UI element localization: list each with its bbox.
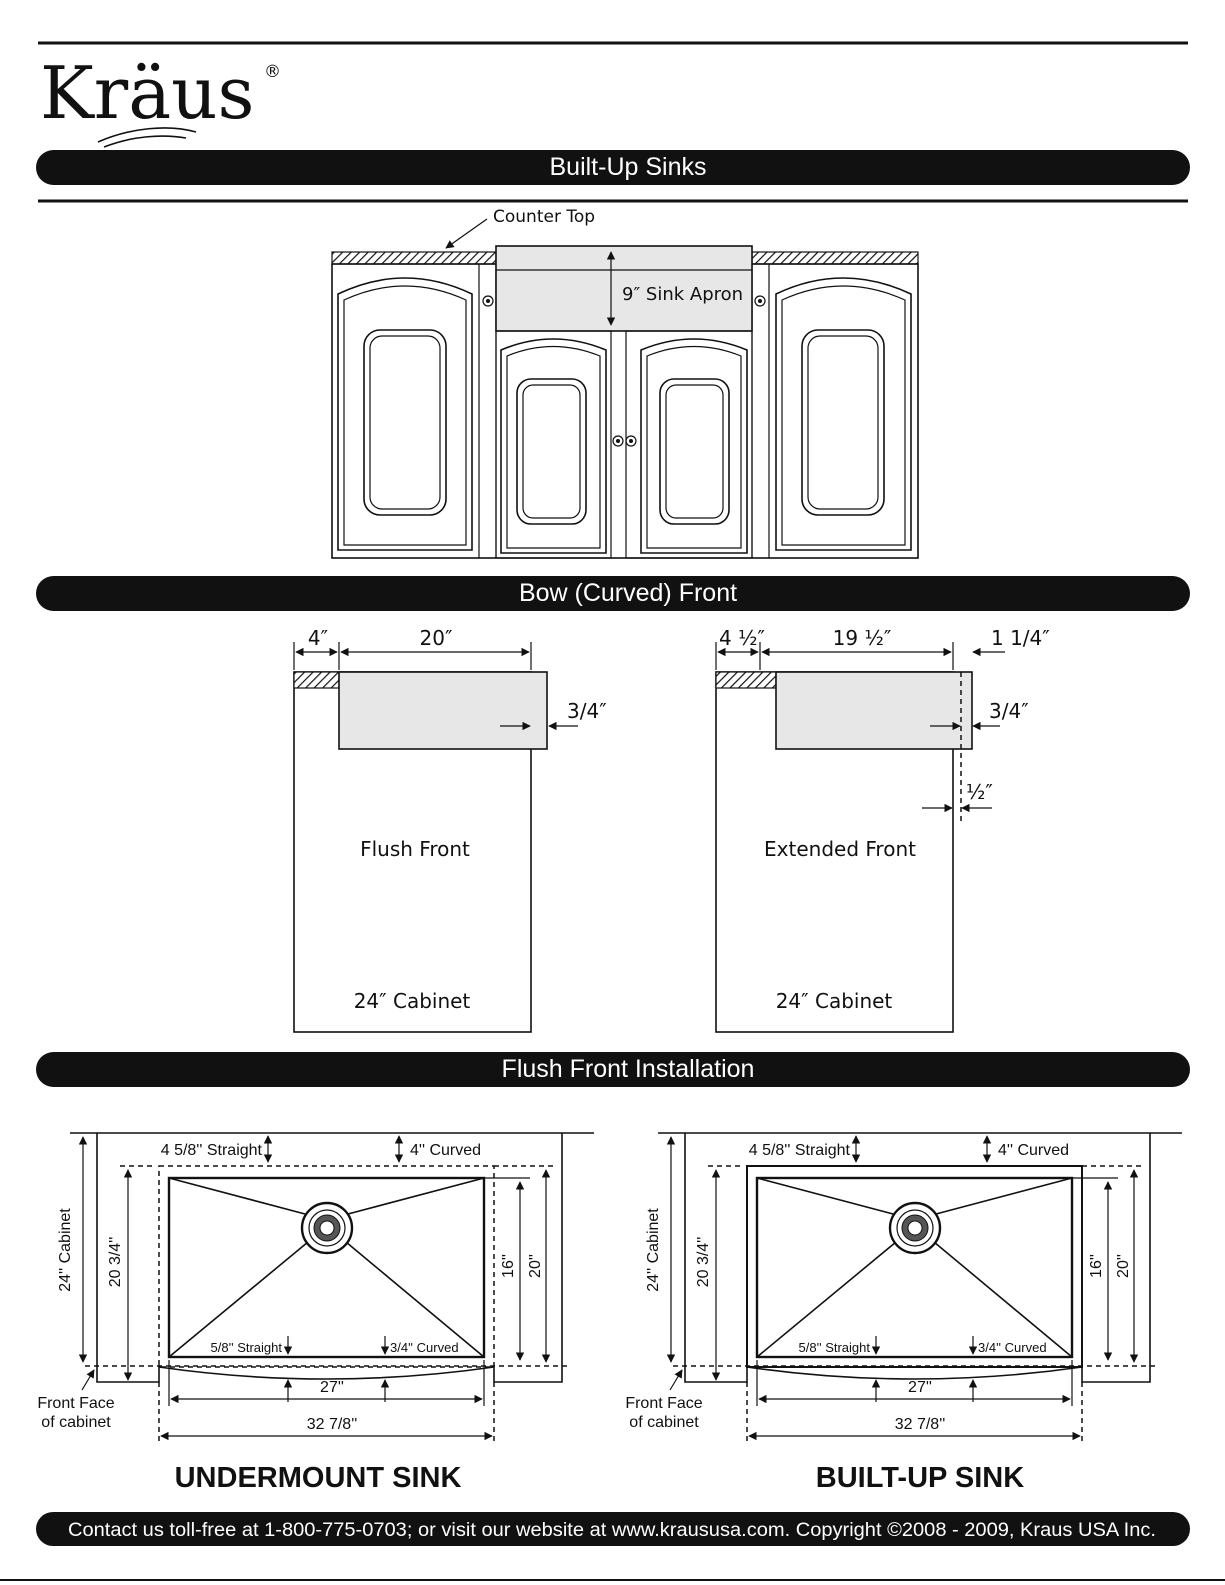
undermount-sink-title: UNDERMOUNT SINK [175,1462,462,1494]
cabinet-elevation: Counter Top 9″ Sink Apron [331,207,919,559]
depth-16-dim: 16'' [500,1254,517,1278]
outer-width-dim: 32 7/8'' [895,1416,946,1433]
section-title-built-up: Built-Up Sinks [550,153,707,181]
inner-width-dim: 27'' [908,1379,932,1396]
depth-20-dim: 20'' [1115,1254,1132,1278]
undermount-sink-plan: 24'' Cabinet 20 3/4'' 16'' 20'' 4 5/8'' … [37,1132,594,1494]
front-face-label: Front Face [37,1395,114,1412]
built-up-sink-title: BUILT-UP SINK [816,1462,1024,1494]
sink-apron [495,245,753,332]
knob-icon [754,295,766,307]
extended-width-dim: 19 ½″ [833,626,892,650]
registered-mark-icon: ® [264,62,281,82]
curved-bottom-dim: 3/4'' Curved [390,1340,459,1355]
curved-bottom-dim: 3/4'' Curved [978,1340,1047,1355]
extended-front-label: Extended Front [764,837,916,861]
depth-outer-dim: 20 3/4'' [107,1237,124,1288]
inner-width-dim: 27'' [320,1379,344,1396]
straight-top-dim: 4 5/8'' Straight [749,1142,851,1159]
knob-icon [612,435,624,447]
extended-front-diagram: 4 ½″ 19 ½″ 1 1/4″ 3/4″ ½″ Extended Front… [715,626,1050,1033]
extended-left-dim: 4 ½″ [719,626,765,650]
flush-left-dim: 4″ [308,626,328,650]
flush-front-label: Flush Front [360,837,470,861]
counter-top-right [751,251,919,265]
cabinet-depth-dim: 24'' Cabinet [645,1208,662,1292]
curved-top-dim: 4'' Curved [998,1142,1069,1159]
section-title-bow-front: Bow (Curved) Front [519,579,737,607]
extended-overhang-dim: 3/4″ [989,699,1029,723]
flush-cabinet-label: 24″ Cabinet [354,989,471,1013]
counter-top-label: Counter Top [493,207,595,227]
front-face-label: Front Face [625,1395,702,1412]
straight-top-dim: 4 5/8'' Straight [161,1142,263,1159]
built-up-sink-plan: 24'' Cabinet 20 3/4'' 16'' 20'' 4 5/8'' … [625,1132,1182,1494]
curved-top-dim: 4'' Curved [410,1142,481,1159]
counter-top-left [331,251,497,265]
sink-outline [775,671,973,750]
of-cabinet-label: of cabinet [629,1414,699,1431]
flush-front-diagram: 4″ 20″ 3/4″ Flush Front 24″ Cabinet [293,626,607,1033]
depth-20-dim: 20'' [527,1254,544,1278]
section-banner-built-up [36,150,1190,185]
extended-half-dim: ½″ [966,780,993,804]
section-title-flush-install: Flush Front Installation [502,1055,755,1083]
depth-16-dim: 16'' [1088,1254,1105,1278]
extended-cabinet-label: 24″ Cabinet [776,989,893,1013]
sink-outline [338,671,548,750]
footer-contact-text: Contact us toll-free at 1-800-775-0703; … [68,1520,1156,1541]
straight-bottom-dim: 5/8'' Straight [799,1340,871,1355]
apron-dimension-label: 9″ Sink Apron [622,284,743,305]
depth-outer-dim: 20 3/4'' [695,1237,712,1288]
outer-width-dim: 32 7/8'' [307,1416,358,1433]
extended-extend-dim: 1 1/4″ [991,626,1050,650]
flush-width-dim: 20″ [420,626,453,650]
section-banner-flush-install [36,1052,1190,1087]
drain-icon [300,1201,354,1255]
logo-wordmark: Kräus [40,51,254,135]
knob-icon [482,295,494,307]
footer-banner [36,1512,1190,1546]
cabinet-depth-dim: 24'' Cabinet [57,1208,74,1292]
straight-bottom-dim: 5/8'' Straight [211,1340,283,1355]
of-cabinet-label: of cabinet [41,1414,111,1431]
drain-icon [888,1201,942,1255]
section-banner-bow-front [36,576,1190,611]
flush-overhang-dim: 3/4″ [567,699,607,723]
kraus-logo: Kräus ® [40,51,281,148]
